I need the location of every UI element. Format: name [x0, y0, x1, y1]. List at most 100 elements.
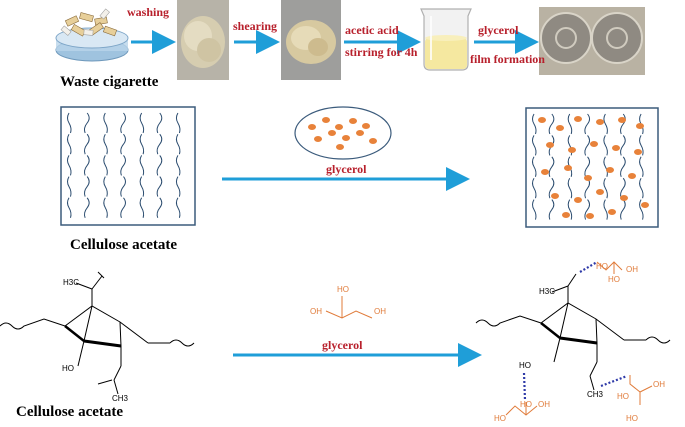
- beaker-icon: [420, 8, 472, 71]
- fiber: [603, 199, 608, 220]
- film-photo: [539, 7, 645, 75]
- cellulose-acetate-structure-left: [0, 271, 195, 395]
- fiber: [639, 156, 644, 177]
- glycerol-dot: [336, 144, 344, 150]
- step-acetic-acid-label: acetic acid: [345, 23, 399, 37]
- fiber: [156, 133, 163, 155]
- fiber: [603, 135, 608, 156]
- glycerol-dot: [612, 145, 620, 151]
- fiber: [620, 177, 626, 199]
- fiber: [584, 135, 591, 156]
- glycerol-bound-structures: [505, 261, 653, 416]
- cellulose-acetate-caption-bottom: Cellulose acetate: [16, 404, 124, 420]
- glycerol-dot: [584, 175, 592, 181]
- fiber: [175, 197, 181, 218]
- acetyl-bottom-label-right: CH3: [587, 390, 604, 399]
- bound-glycerol-left-oh: OH: [538, 400, 550, 409]
- glycerol-structure: [325, 296, 373, 319]
- fiber: [139, 112, 145, 134]
- bound-glycerol-right-oh: OH: [653, 380, 665, 389]
- glycerol-dot: [546, 142, 554, 148]
- fiber: [120, 133, 126, 155]
- waste-cigarette-photo: [55, 8, 129, 62]
- glycerol-dot: [606, 167, 614, 173]
- fiber: [67, 112, 72, 134]
- fiber: [139, 197, 145, 218]
- glycerol-dot: [596, 119, 604, 125]
- glycerol-dot: [574, 116, 582, 122]
- glycerol-arrow-label-bottom: glycerol: [322, 338, 363, 352]
- fiber: [584, 199, 591, 220]
- bound-glycerol-top-oh: OH: [626, 265, 638, 274]
- fiber: [548, 177, 555, 199]
- fiber: [532, 199, 537, 220]
- fiber: [103, 133, 108, 155]
- glycerol-dot: [356, 130, 364, 136]
- fiber: [103, 112, 108, 134]
- fiber: [156, 197, 163, 218]
- step-washing-label: washing: [127, 5, 170, 19]
- ho-label-left: HO: [62, 364, 74, 373]
- glycerol-dot: [636, 123, 644, 129]
- glycerol-dot: [362, 123, 370, 129]
- bound-glycerol-left-ho2: HO: [520, 400, 532, 409]
- fiber: [548, 156, 555, 177]
- fiber: [67, 155, 72, 176]
- fiber: [603, 156, 608, 177]
- step-shearing-label: shearing: [233, 19, 278, 33]
- glycerol-dot: [562, 212, 570, 218]
- fiber: [156, 155, 163, 176]
- glycerol-dot: [590, 141, 598, 147]
- fiber: [120, 112, 126, 134]
- fiber: [120, 176, 126, 197]
- cellulose-acetate-box: [60, 106, 196, 226]
- bound-glycerol-right-ho: HO: [617, 392, 629, 401]
- glycerol-dot: [618, 117, 626, 123]
- glycerol-dot: [541, 169, 549, 175]
- fiber: [548, 113, 555, 135]
- fiber: [120, 155, 126, 176]
- fiber: [83, 155, 90, 176]
- hydrogen-bonds: [522, 261, 628, 401]
- glycerol-arrow-label-mid: glycerol: [326, 162, 367, 176]
- fiber: [103, 176, 108, 197]
- fiber: [567, 199, 573, 220]
- bound-glycerol-top-ho: HO: [596, 262, 608, 271]
- fiber: [620, 135, 626, 156]
- fiber: [175, 155, 181, 176]
- sheared-fiber-photo: [281, 0, 341, 80]
- glycerol-dot: [342, 135, 350, 141]
- plasticized-film-box: [525, 107, 659, 228]
- glycerol-dot: [634, 149, 642, 155]
- fiber: [67, 197, 72, 218]
- fiber: [83, 112, 90, 134]
- glycerol-dot: [322, 117, 330, 123]
- glycerol-ho-top: HO: [337, 285, 349, 294]
- fiber: [548, 199, 555, 220]
- fiber: [603, 177, 608, 199]
- glycerol-dot: [556, 125, 564, 131]
- fiber: [620, 113, 626, 135]
- fiber: [584, 113, 591, 135]
- fiber: [603, 113, 608, 135]
- waste-cigarette-caption: Waste cigarette: [60, 74, 159, 90]
- glycerol-dot: [369, 138, 377, 144]
- glycerol-dot: [586, 213, 594, 219]
- cellulose-acetate-caption-mid: Cellulose acetate: [70, 237, 178, 253]
- fiber: [83, 197, 90, 218]
- glycerol-dish: [294, 106, 392, 160]
- glycerol-dot: [328, 130, 336, 136]
- fiber: [175, 176, 181, 197]
- glycerol-dot: [568, 147, 576, 153]
- fiber: [584, 156, 591, 177]
- fiber: [567, 177, 573, 199]
- fiber: [175, 112, 181, 134]
- fiber: [156, 112, 163, 134]
- cellulose-acetate-structure-right: [475, 273, 671, 391]
- fiber: [532, 113, 537, 135]
- glycerol-dot: [620, 195, 628, 201]
- glycerol-oh-left: OH: [310, 307, 322, 316]
- glycerol-dot: [608, 209, 616, 215]
- fiber: [67, 176, 72, 197]
